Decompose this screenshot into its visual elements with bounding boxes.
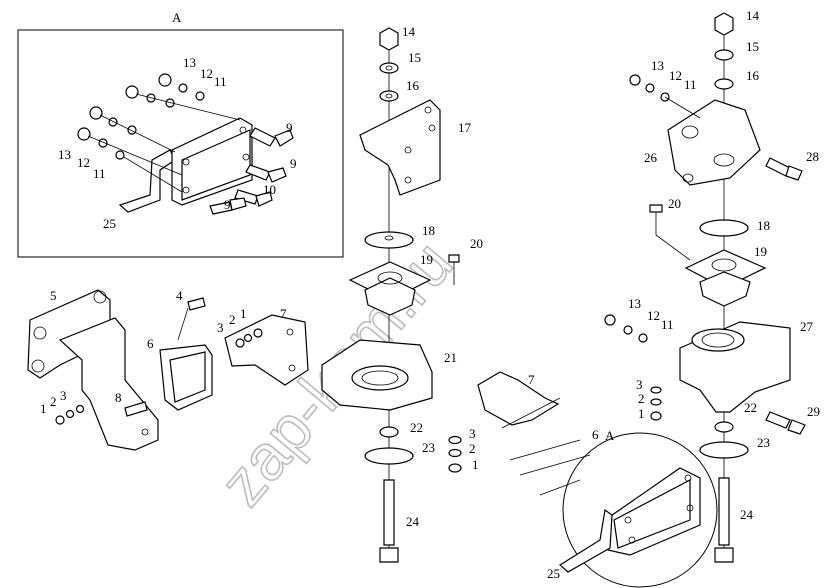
label-24: 24 (740, 507, 754, 522)
label-11: 11 (93, 166, 106, 181)
label-13: 13 (628, 296, 641, 311)
label-1: 1 (240, 306, 247, 321)
center-assembly: 14 15 16 17 18 19 20 21 22 23 24 3 2 1 (321, 24, 483, 563)
middle-right-assembly: 7 6 A 25 (477, 371, 718, 588)
inset-frame (17, 29, 344, 258)
inset-a-bottom-circle (562, 432, 718, 588)
label-25: 25 (547, 566, 560, 581)
label-23: 23 (422, 440, 435, 455)
label-22: 22 (410, 420, 423, 435)
label-16: 16 (746, 68, 760, 83)
label-3: 3 (60, 388, 67, 403)
label-12: 12 (77, 155, 90, 170)
label-20: 20 (470, 236, 483, 251)
inset-bottom-title: A (605, 428, 615, 443)
label-12: 12 (647, 308, 660, 323)
part-23 (364, 447, 414, 465)
label-8: 8 (115, 390, 122, 405)
label-3: 3 (636, 377, 643, 392)
label-29: 29 (807, 404, 820, 419)
label-20: 20 (668, 196, 681, 211)
label-14: 14 (402, 24, 416, 39)
label-16: 16 (406, 78, 420, 93)
label-3: 3 (217, 320, 224, 335)
part-26 (667, 99, 761, 186)
inset-title: A (172, 10, 182, 25)
label-13: 13 (58, 147, 71, 162)
label-6: 6 (147, 336, 154, 351)
label-19: 19 (754, 244, 767, 259)
label-23: 23 (757, 435, 770, 450)
inset-bracket (118, 117, 253, 213)
label-28: 28 (806, 149, 819, 164)
label-24: 24 (406, 514, 420, 529)
label-11: 11 (684, 77, 697, 92)
label-25: 25 (103, 216, 116, 231)
label-15: 15 (408, 50, 421, 65)
label-2: 2 (469, 441, 476, 456)
label-11: 11 (661, 317, 674, 332)
label-13: 13 (183, 55, 196, 70)
label-12: 12 (200, 66, 213, 81)
label-21: 21 (444, 350, 457, 365)
part-17 (359, 99, 441, 196)
label-15: 15 (746, 39, 759, 54)
label-17: 17 (458, 120, 472, 135)
label-7: 7 (528, 372, 535, 387)
label-27: 27 (800, 319, 814, 334)
part-8 (124, 401, 148, 417)
label-22: 22 (744, 400, 757, 415)
label-9: 9 (286, 120, 293, 135)
part-7 (224, 314, 309, 386)
label-2: 2 (638, 391, 645, 406)
part-7b (477, 371, 560, 426)
label-1: 1 (638, 406, 645, 421)
label-5: 5 (50, 288, 57, 303)
label-1: 1 (472, 457, 479, 472)
label-1: 1 (40, 401, 47, 416)
left-assembly: 5 4 6 7 8 1 2 3 3 2 1 (27, 288, 309, 451)
label-12: 12 (669, 68, 682, 83)
label-26: 26 (644, 150, 658, 165)
part-14-nut (379, 27, 399, 51)
label-19: 19 (420, 252, 433, 267)
label-2: 2 (50, 394, 57, 409)
label-18: 18 (422, 223, 435, 238)
label-6: 6 (592, 427, 599, 442)
label-4: 4 (176, 288, 183, 303)
label-7: 7 (280, 306, 287, 321)
inset-bolts (209, 127, 294, 215)
inset-fasteners (77, 73, 241, 193)
label-18: 18 (757, 218, 770, 233)
label-2: 2 (229, 312, 236, 327)
label-9: 9 (290, 156, 297, 171)
label-9: 9 (224, 197, 231, 212)
part-24 (383, 479, 395, 546)
inset-a-top: A (17, 10, 344, 258)
part-18b (699, 219, 749, 237)
label-14: 14 (746, 8, 760, 23)
part-4 (187, 297, 206, 311)
label-13: 13 (651, 58, 664, 73)
label-10: 10 (263, 182, 276, 197)
right-assembly: 14 15 16 13 12 11 26 28 20 18 19 13 12 1… (604, 8, 820, 563)
label-3: 3 (469, 426, 476, 441)
label-11: 11 (214, 74, 227, 89)
